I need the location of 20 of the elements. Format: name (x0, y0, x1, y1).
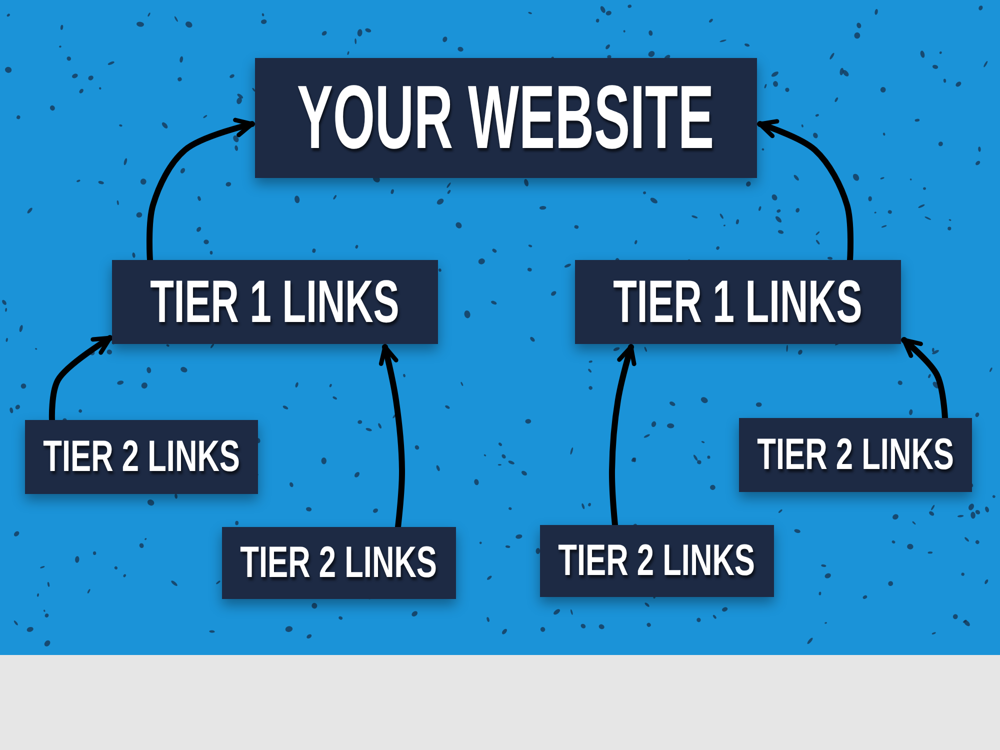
tier-2-box (222, 527, 456, 599)
curved-arrow (609, 344, 636, 528)
tier-1-box (112, 260, 438, 344)
tier-2-box (25, 420, 258, 494)
box-label: TIER 2 LINKS (558, 539, 756, 583)
box-label: TIER 1 LINKS (150, 272, 400, 332)
box-label: YOUR WEBSITE (298, 73, 715, 163)
tier-1-box (575, 260, 901, 344)
box-label: TIER 2 LINKS (757, 433, 954, 477)
curved-arrow (378, 344, 405, 530)
curved-arrow (146, 118, 255, 263)
box-label: TIER 2 LINKS (43, 435, 240, 479)
tier-2-box (540, 525, 774, 597)
curved-arrow (901, 337, 948, 421)
box-label: TIER 2 LINKS (240, 541, 438, 585)
box-label: TIER 1 LINKS (613, 272, 863, 332)
tier-2-box (739, 418, 972, 492)
curved-arrow (757, 119, 854, 263)
website-box (255, 58, 757, 178)
curved-arrow (48, 335, 113, 423)
